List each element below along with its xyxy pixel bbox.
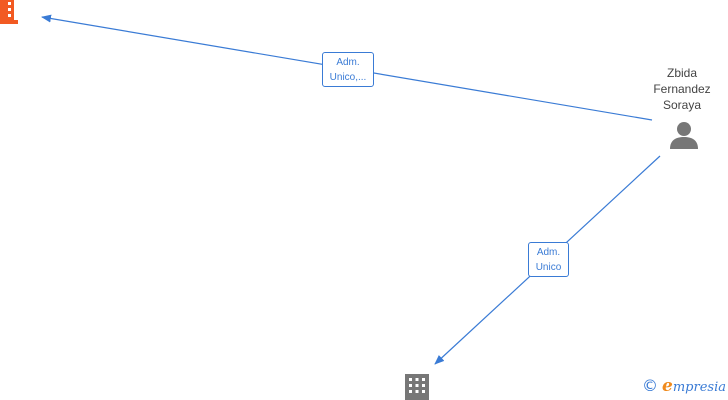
person-name-line: Fernandez — [653, 82, 711, 96]
empresia-watermark: © empresia — [642, 376, 726, 396]
edge-label-line: Adm. — [536, 247, 561, 258]
edge-label-line: Adm. — [336, 57, 360, 68]
edge-label-line: Unico,... — [329, 72, 367, 83]
person-name[interactable]: Zbida Fernandez Soraya — [642, 65, 722, 113]
building-icon[interactable] — [405, 374, 429, 400]
person-name-line: Zbida — [666, 66, 698, 80]
person-icon[interactable] — [669, 120, 699, 150]
brand-rest: mpresia — [672, 380, 726, 395]
brand-logo: empresia — [662, 376, 726, 396]
building-icon[interactable] — [0, 0, 18, 26]
copyright-icon: © — [642, 376, 659, 395]
brand-initial: e — [662, 376, 673, 396]
edge-label-adm-unico[interactable]: Adm. Unico — [528, 242, 569, 277]
edge-label-adm-unico-truncated[interactable]: Adm. Unico,... — [322, 52, 374, 87]
person-name-line: Soraya — [662, 98, 702, 112]
edge-label-line: Unico — [535, 262, 562, 273]
